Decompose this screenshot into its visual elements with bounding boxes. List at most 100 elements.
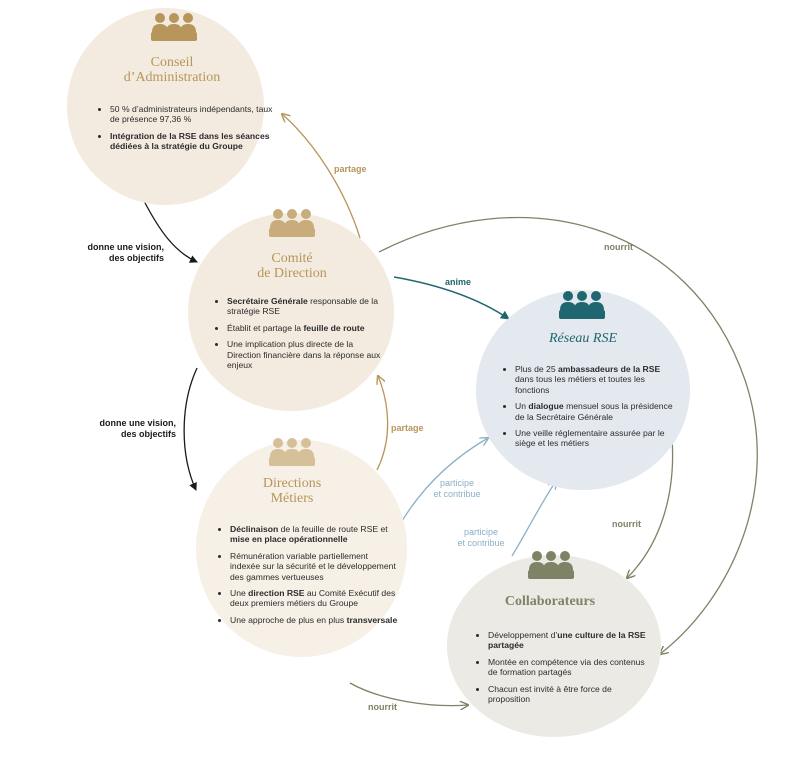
edge-label-comite-to-conseil: partage [334,164,367,175]
edge-label-conseil-to-comite-line1: donne une vision, [87,242,164,252]
directions-bullet-list: Déclinaison de la feuille de route RSE e… [216,524,398,631]
conseil-bullet-item: 50 % d’administrateurs indépendants, tau… [110,104,276,125]
edge-label-directions-to-comite-line1: partage [391,423,424,433]
arrow-comite-to-reseau [393,276,510,320]
collaborateurs-bullet-text: Développement d’ [488,630,558,640]
collaborateurs-bullet-item: Montée en compétence via des contenus de… [488,657,654,678]
directions-bullet-text: Déclinaison [230,524,279,534]
reseau-bullet-list: Plus de 25 ambassadeurs de la RSE dans t… [501,364,673,455]
collaborateurs-people-icon [528,551,574,579]
edge-label-collaborateurs-to-reseau: participe et contribue [450,527,512,549]
collaborateurs-title-line1: Collaborateurs [504,594,596,609]
node-collaborateurs-circle [447,555,661,737]
reseau-bullet-text: dans tous les métiers et toutes les fonc… [515,374,645,395]
node-directions-circle [196,440,407,657]
reseau-bullet-item: Un dialogue mensuel sous la présidence d… [515,401,673,422]
directions-bullet-item: Une direction RSE au Comité Exécutif des… [230,588,398,609]
directions-bullet-text: Rémunération variable partiellement inde… [230,550,396,582]
reseau-bullet-item: Plus de 25 ambassadeurs de la RSE dans t… [515,364,673,395]
conseil-title-line1: Conseil [150,55,194,70]
comite-title-line2: de Direction [257,266,327,281]
directions-title: Directions Métiers [212,476,372,506]
edge-label-comite-to-conseil-line1: partage [334,164,367,174]
reseau-bullet-item: Une veille réglementaire assurée par le … [515,428,673,449]
comite-bullet-text: Établit et partage la [227,322,304,333]
directions-bullet-item: Rémunération variable partiellement inde… [230,551,398,582]
edge-label-directions-to-collaborateurs: nourrit [368,702,397,713]
edge-label-comite-to-collaborateurs: nourrit [604,242,633,253]
node-reseau-circle [476,290,690,490]
directions-title-line2: Métiers [270,491,314,506]
collaborateurs-bullet-text: Montée en compétence via des contenus de… [488,656,645,678]
edge-label-comite-to-collaborateurs-line1: nourrit [604,242,633,252]
comite-bullet-text: Secrétaire Générale [227,296,308,306]
arrow-directions-to-collab [349,682,468,706]
collaborateurs-title: Collaborateurs [465,594,635,609]
comite-bullet-item: Une implication plus directe de la Direc… [227,339,387,370]
collaborateurs-bullet-item: Développement d’une culture de la RSE pa… [488,630,654,651]
reseau-bullet-text: Plus de 25 [515,364,558,374]
edge-label-directions-to-collaborateurs-line1: nourrit [368,702,397,712]
comite-bullet-item: Secrétaire Générale responsable de la st… [227,296,387,317]
edge-label-conseil-to-comite-line2: des objectifs [108,253,164,263]
conseil-bullet-text: Intégration de la RSE dans les séances d… [110,130,270,152]
reseau-bullet-text: ambassadeurs de la RSE [558,364,661,374]
edge-label-comite-to-directions: donne une vision, des objectifs [82,418,176,440]
collaborateurs-bullet-item: Chacun est invité à être force de propos… [488,684,654,705]
arrow-collab-to-reseau [511,481,556,557]
reseau-title: Réseau RSE [498,331,668,346]
directions-bullet-text: mise en place opérationnelle [230,534,348,545]
arrow-conseil-to-comite [142,198,198,263]
edge-label-directions-to-comite: partage [391,423,424,434]
edge-label-comite-to-reseau-line1: anime [445,277,472,287]
conseil-bullet-list: 50 % d’administrateurs indépendants, tau… [96,104,276,158]
conseil-title: Conseil d’Administration [92,55,252,85]
directions-bullet-text: direction RSE [248,588,305,599]
arrow-comite-to-directions [183,367,198,491]
reseau-bullet-text: Une veille réglementaire assurée par le … [515,428,665,449]
directions-bullet-item: Une approche de plus en plus transversal… [230,615,398,625]
edge-label-comite-to-directions-line1: donne une vision, [99,418,176,428]
comite-people-icon [269,209,315,237]
reseau-title-line1: Réseau RSE [548,331,618,346]
directions-title-line1: Directions [262,476,322,491]
edge-label-comite-to-directions-line2: des objectifs [120,429,176,439]
edge-label-conseil-to-comite: donne une vision, des objectifs [70,242,164,264]
conseil-people-icon [151,13,197,41]
conseil-title-line2: d’Administration [123,70,221,85]
reseau-bullet-text: mensuel sous la présidence de la Secréta… [515,401,673,422]
edge-label-directions-to-reseau: participe et contribue [426,478,488,500]
reseau-bullet-text: Un [515,401,529,412]
reseau-bullet-text: dialogue [528,401,564,412]
reseau-people-icon [559,291,605,319]
edge-label-directions-to-reseau-line1: participe [439,478,475,488]
directions-bullet-item: Déclinaison de la feuille de route RSE e… [230,524,398,545]
edge-label-collaborateurs-to-reseau-line1: participe [463,527,499,537]
comite-title: Comité de Direction [212,251,372,281]
directions-bullet-text: au Comité Exécutif des deux premiers mét… [230,588,396,609]
edge-label-directions-to-reseau-line2: et contribue [433,489,481,499]
directions-bullet-text: Une approche de plus en plus [230,614,347,625]
comite-bullet-text: Une implication plus directe de la Direc… [227,339,381,371]
directions-people-icon [269,438,315,466]
arrow-reseau-to-collaborateurs [627,437,674,578]
edge-label-reseau-to-collaborateurs-line1: nourrit [612,519,641,529]
comite-bullet-text: responsable de la stratégie RSE [227,296,378,317]
directions-bullet-text: Une [230,588,249,599]
comite-bullet-list: Secrétaire Générale responsable de la st… [213,296,387,376]
edge-label-reseau-to-collaborateurs: nourrit [612,519,641,530]
comite-bullet-text: feuille de route [303,322,365,333]
node-comite-circle [188,213,394,411]
comite-title-line1: Comité [271,251,313,266]
edge-label-collaborateurs-to-reseau-line2: et contribue [457,538,505,548]
conseil-bullet-text: 50 % d’administrateurs indépendants, tau… [110,104,273,125]
edge-label-comite-to-reseau: anime [445,277,471,288]
collaborateurs-bullet-list: Développement d’une culture de la RSE pa… [474,630,654,710]
arrow-comite-to-conseil [282,114,361,239]
arrow-comite-to-collaborateurs [378,216,758,654]
arrow-directions-to-reseau [398,438,488,527]
directions-bullet-text: de la feuille de route RSE et [278,524,388,534]
collaborateurs-bullet-text: une culture de la RSE partagée [488,630,646,651]
